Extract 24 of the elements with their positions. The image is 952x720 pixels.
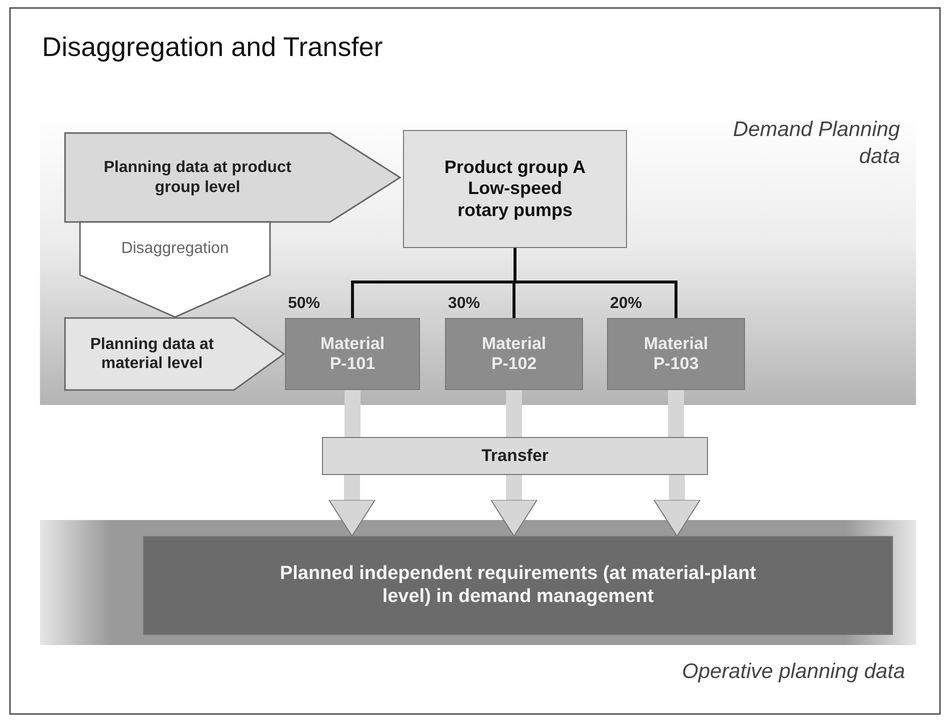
percentage-label: 20% <box>610 295 642 313</box>
block-arrow <box>328 475 376 536</box>
node-text: Material P-103 <box>642 334 710 374</box>
connector-line <box>514 248 678 318</box>
block-arrow <box>654 475 700 536</box>
node-text: Planned independent requirements (at material-plant level) in demand management <box>278 562 758 608</box>
node-text: Disaggregation <box>121 238 229 258</box>
node-text: Material P-102 <box>480 334 548 374</box>
band-label: Operative planning data <box>681 659 905 685</box>
arrow-shape <box>80 222 270 317</box>
transfer-bar <box>322 437 708 475</box>
node-heading: Product group A <box>444 156 586 178</box>
percentage-label: 50% <box>288 295 320 313</box>
result-box <box>143 536 893 635</box>
process-box <box>403 130 627 248</box>
node-text: Transfer <box>481 446 549 466</box>
block-arrow <box>490 475 538 536</box>
percentage-label: 30% <box>448 295 480 313</box>
title: Disaggregation and Transfer <box>42 32 383 63</box>
node-text: Planning data at material level <box>89 334 215 374</box>
node-text: Low-speed rotary pumps <box>456 178 574 222</box>
node-text: Material P-101 <box>319 334 386 374</box>
node-text: Planning data at product group level <box>102 158 292 197</box>
band-label: Demand Planning data <box>732 117 900 170</box>
